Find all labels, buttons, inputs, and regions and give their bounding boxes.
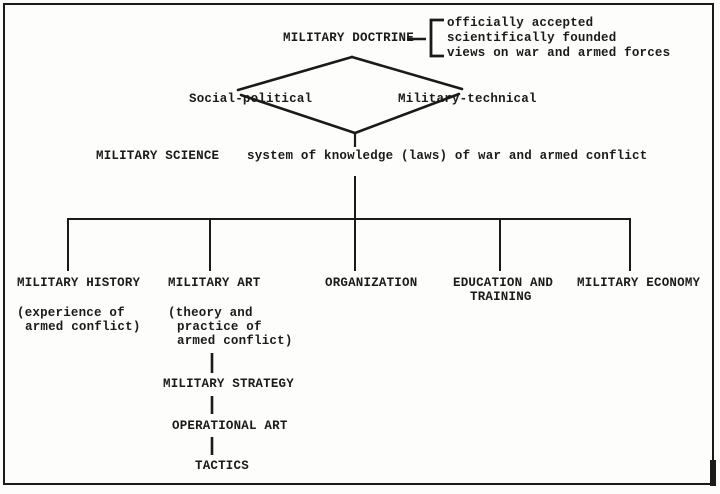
science-definition: system of knowledge (laws) of war and ar… <box>247 149 648 163</box>
branch-note-military-history: (experience of <box>17 306 125 320</box>
art-level-operational-art: OPERATIONAL ART <box>172 419 288 433</box>
art-level-military-strategy: MILITARY STRATEGY <box>163 377 294 391</box>
doctrine-definition-line: officially accepted <box>447 16 594 30</box>
branch-drop-lines <box>67 219 631 271</box>
branch-note-military-art: armed conflict) <box>177 334 293 348</box>
branch-label-military-history: MILITARY HISTORY <box>17 276 141 290</box>
branch-label-military-economy: MILITARY ECONOMY <box>577 276 701 290</box>
branch-note-military-art: practice of <box>177 320 262 334</box>
doctrine-definition-line: scientifically founded <box>447 31 617 45</box>
branch-label-education-training: TRAINING <box>470 290 532 304</box>
branch-label-military-art: MILITARY ART <box>168 276 261 290</box>
page-border <box>3 3 714 485</box>
scan-artifact <box>710 460 716 486</box>
aspect-military-technical: Military-technical <box>398 92 537 106</box>
branch-note-military-art: (theory and <box>168 306 253 320</box>
doctrine-definition-line: views on war and armed forces <box>447 46 671 60</box>
science-label: MILITARY SCIENCE <box>96 149 220 163</box>
doctrine-label: MILITARY DOCTRINE <box>283 31 414 45</box>
branch-label-organization: ORGANIZATION <box>325 276 418 290</box>
diamond-shape <box>236 55 464 135</box>
aspect-social-political: Social-political <box>189 92 313 106</box>
art-level-tactics: TACTICS <box>195 459 249 473</box>
bracket-icon <box>429 18 444 58</box>
branch-label-education-training: EDUCATION AND <box>453 276 554 290</box>
branch-note-military-history: armed conflict) <box>25 320 141 334</box>
